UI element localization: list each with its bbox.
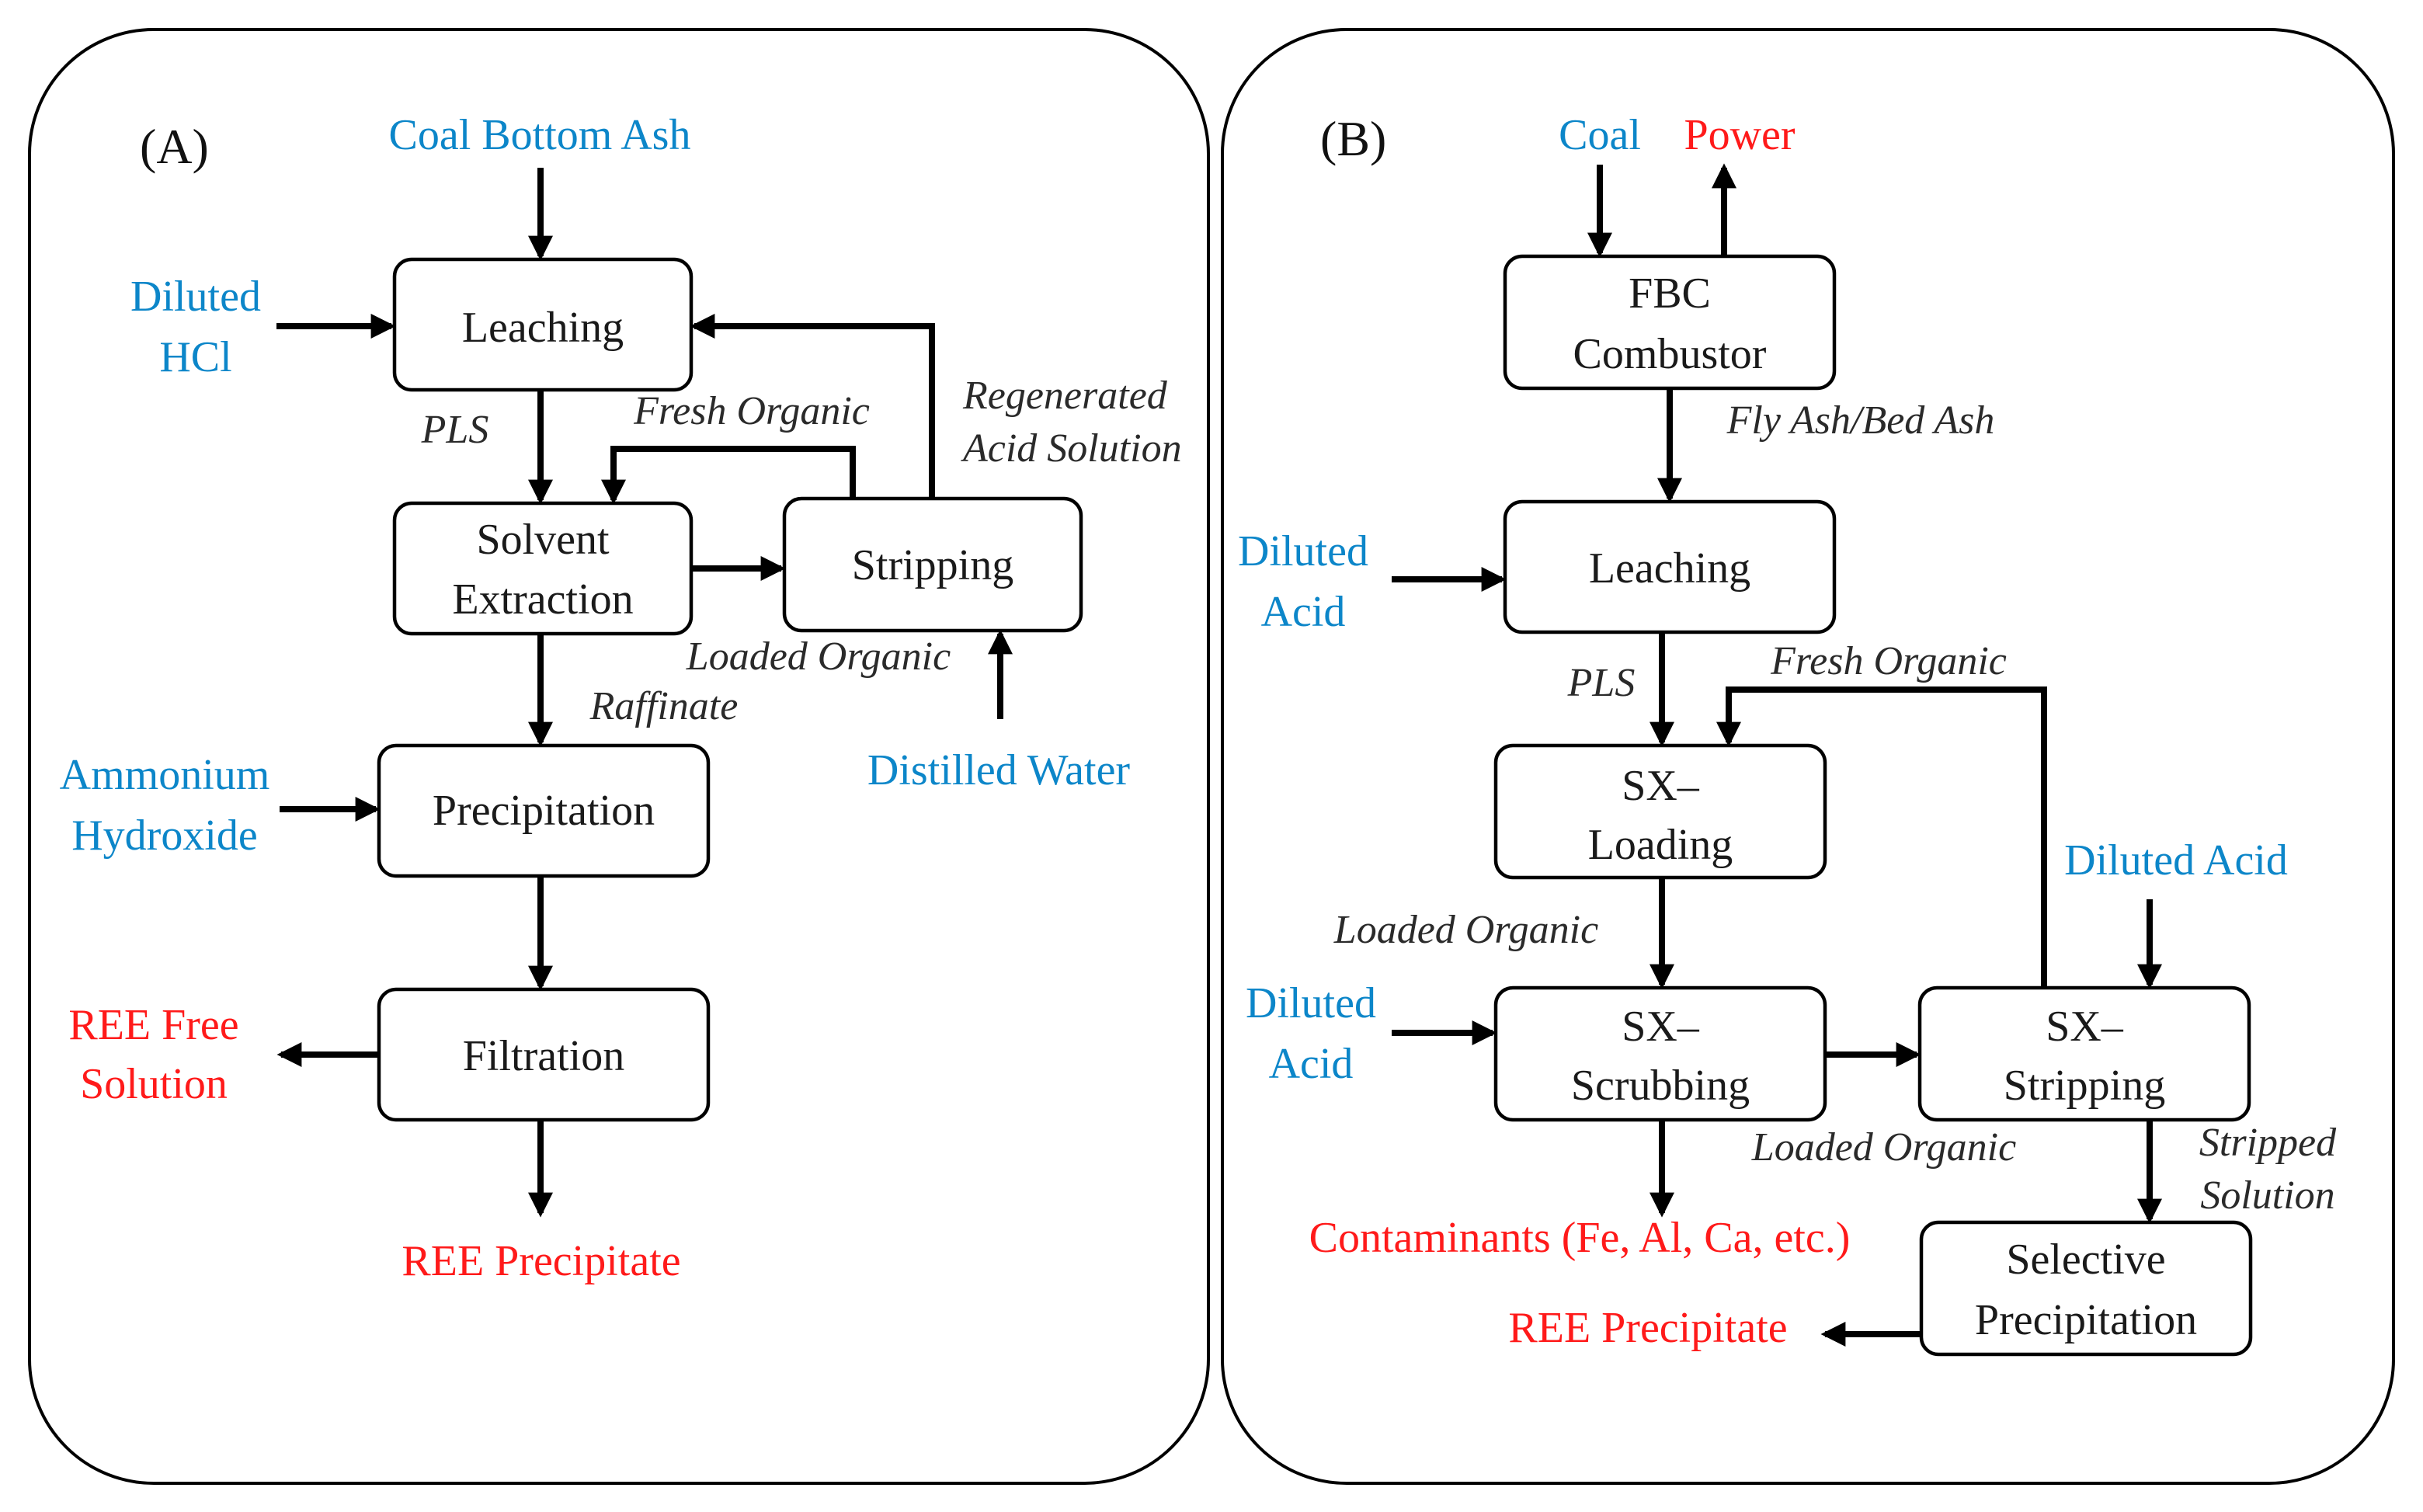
fbc-label-2: Combustor — [1573, 330, 1767, 378]
diluted-acid-scrub-label-1: Diluted — [1246, 979, 1376, 1027]
contaminants-label: Contaminants (Fe, Al, Ca, etc.) — [1309, 1214, 1851, 1262]
loaded-organic-stream-label-b1: Loaded Organic — [1333, 908, 1598, 952]
sx-stripping-label-1: SX– — [2046, 1003, 2124, 1051]
panel-a-label: (A) — [140, 119, 209, 174]
loaded-organic-stream-label-a: Loaded Organic — [686, 634, 951, 679]
diluted-acid-strip-label: Diluted Acid — [2064, 836, 2288, 885]
fresh-organic-stream-label-a: Fresh Organic — [633, 389, 870, 433]
pls-stream-label-b: PLS — [1567, 661, 1636, 705]
coal-label: Coal — [1559, 111, 1641, 159]
sx-scrubbing-label-1: SX– — [1622, 1003, 1700, 1051]
loaded-organic-stream-label-b2: Loaded Organic — [1751, 1125, 2016, 1170]
diluted-acid-scrub-label-2: Acid — [1269, 1040, 1354, 1088]
leaching-label-b: Leaching — [1589, 544, 1750, 593]
arrow-fresh-organic-a — [601, 446, 856, 505]
regenerated-acid-label-2: Acid Solution — [961, 426, 1182, 471]
ree-precipitate-label-b: REE Precipitate — [1508, 1304, 1787, 1352]
panel-b-label: (B) — [1320, 111, 1386, 166]
stripped-solution-label-2: Solution — [2200, 1173, 2334, 1218]
panel-b: (B) FBC Combustor Leaching SX– Loading S… — [1221, 28, 2395, 1485]
filtration-label: Filtration — [463, 1032, 624, 1080]
stripped-solution-label-1: Stripped — [2199, 1121, 2337, 1165]
distilled-water-label: Distilled Water — [867, 746, 1131, 794]
ammonium-label-2: Hydroxide — [71, 812, 258, 860]
arrow-fresh-organic-b — [1716, 686, 2047, 988]
ammonium-label-1: Ammonium — [60, 751, 270, 799]
diluted-hcl-label-1: Diluted — [130, 273, 261, 321]
sx-loading-label-1: SX– — [1622, 762, 1700, 810]
solvent-extraction-label-1: Solvent — [476, 516, 610, 564]
coal-bottom-ash-label: Coal Bottom Ash — [389, 111, 691, 159]
precipitation-label: Precipitation — [433, 787, 655, 835]
selective-precipitation-box — [1919, 1220, 2253, 1357]
ree-free-solution-label-2: Solution — [80, 1060, 228, 1108]
pls-stream-label-a: PLS — [421, 408, 489, 452]
sx-loading-label-2: Loading — [1588, 821, 1733, 869]
fly-ash-stream-label: Fly Ash/Bed Ash — [1726, 398, 1995, 443]
power-label: Power — [1684, 111, 1795, 159]
diluted-acid-leach-label-2: Acid — [1261, 588, 1346, 636]
fresh-organic-stream-label-b: Fresh Organic — [1770, 639, 2007, 683]
panel-a: (A) Leaching Solvent Extraction Strippin… — [28, 28, 1210, 1485]
leaching-label-a: Leaching — [462, 304, 624, 352]
stripping-label-a: Stripping — [852, 541, 1013, 589]
diluted-acid-leach-label-1: Diluted — [1238, 527, 1368, 575]
regenerated-acid-label-1: Regenerated — [962, 374, 1168, 418]
solvent-extraction-label-2: Extraction — [452, 575, 633, 624]
selective-precipitation-label-2: Precipitation — [1975, 1296, 2197, 1344]
ree-free-solution-label-1: REE Free — [68, 1001, 238, 1049]
selective-precipitation-label-1: Selective — [2006, 1236, 2165, 1284]
arrow-regenerated-acid — [690, 314, 935, 499]
ree-precipitate-label-a: REE Precipitate — [402, 1237, 680, 1285]
fbc-label-1: FBC — [1629, 269, 1711, 318]
sx-scrubbing-label-2: Scrubbing — [1571, 1062, 1750, 1110]
raffinate-stream-label: Raffinate — [589, 684, 739, 728]
diluted-hcl-label-2: HCl — [159, 333, 231, 381]
sx-stripping-label-2: Stripping — [2004, 1062, 2165, 1110]
